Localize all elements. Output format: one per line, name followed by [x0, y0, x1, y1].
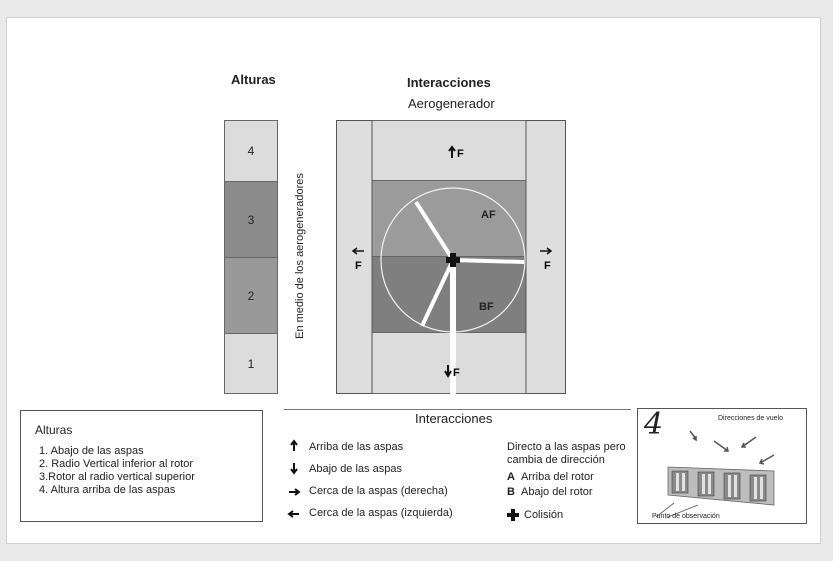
blade-3: [420, 259, 455, 327]
zone-af-label: AF: [481, 209, 496, 221]
height-level-4-label: 4: [247, 144, 255, 158]
flight-arrow-4: [758, 454, 775, 465]
photo-inset: 4 Direcciones de vuelo Punto de observac…: [637, 408, 807, 524]
collision-hub-icon: [446, 253, 460, 267]
tower: [450, 260, 456, 394]
height-level-1: 1: [225, 334, 277, 393]
legend-height-item-1: 1. Abajo de las aspas: [39, 445, 144, 457]
photo-caption-bottom: Punto de observación: [652, 513, 720, 520]
observation-line-2: [667, 504, 699, 518]
right-f-label: F: [544, 260, 551, 272]
height-level-3: 3: [225, 182, 277, 258]
legend-interaction-up: Arriba de las aspas: [309, 441, 404, 453]
height-level-2-label: 2: [247, 288, 255, 303]
interactions-subtitle: Aerogenerador: [408, 96, 495, 111]
legend-direct-label-a: Arriba del rotor: [521, 471, 594, 483]
heights-column: 4 3 2 1: [224, 120, 278, 394]
legend-height-item-2: 2. Radio Vertical inferior al rotor: [39, 458, 194, 470]
height-level-3-label: 3: [247, 212, 255, 227]
flight-arrow-3: [740, 436, 757, 448]
top-f-label: F: [457, 148, 464, 160]
legend-direct-key-b: B: [507, 486, 515, 498]
legend-interaction-left: Cerca de la aspas (izquierda): [309, 507, 453, 519]
photo-sketch: [655, 430, 775, 518]
flight-arrow-2: [713, 440, 729, 452]
legend-arrow-icons: [287, 439, 301, 518]
legend-direct-title-2: cambia de dirección: [507, 454, 605, 466]
arrow-down-icon: [444, 365, 452, 378]
zone-bf-label: BF: [479, 301, 494, 313]
height-level-2: 2: [225, 258, 277, 334]
photo-number: 4: [644, 407, 664, 442]
bottom-f-label: F: [453, 367, 460, 379]
arrow-right-icon: [540, 247, 553, 255]
left-f-label: F: [355, 260, 362, 272]
diagram-frame: Alturas 4 3 2 1 En medio de los aerogene…: [6, 17, 821, 544]
photo-caption-top: Direcciones de vuelo: [718, 415, 783, 422]
zone-upper: [371, 180, 527, 257]
flight-arrow-1: [689, 430, 697, 442]
blade-1: [414, 200, 455, 262]
height-level-4: 4: [225, 121, 277, 182]
legend-arrow-up-icon: [290, 439, 298, 451]
legend-heights-title: Alturas: [35, 423, 73, 437]
wind-turbine-photo: [667, 466, 775, 506]
legend-interaction-right: Cerca de la aspas (derecha): [309, 485, 448, 497]
legend-arrow-right-icon: [289, 488, 301, 496]
legend-collision-icon: [507, 509, 519, 521]
arrow-left-icon: [351, 247, 364, 255]
legend-arrow-left-icon: [287, 510, 299, 518]
legend-interactions-title: Interacciones: [415, 411, 493, 426]
heights-title: Alturas: [231, 72, 276, 87]
turbine-diagram: F F F F AF BF: [336, 120, 566, 394]
legend-heights-box: Alturas 1. Abajo de las aspas 2. Radio V…: [20, 410, 263, 522]
arrow-up-icon: [448, 145, 456, 158]
legend-direct-key-a: A: [507, 471, 515, 483]
zone-below: [371, 332, 527, 394]
blade-2: [452, 258, 525, 264]
legend-collision-label: Colisión: [524, 509, 564, 521]
legend-direct-label-b: Abajo del rotor: [521, 486, 593, 498]
legend-interactions-rule: [284, 409, 631, 410]
height-level-1-label: 1: [247, 356, 255, 371]
legend-height-item-4: 4. Altura arriba de las aspas: [39, 484, 176, 496]
legend-interaction-down: Abajo de las aspas: [309, 463, 402, 475]
legend-direct-title-1: Directo a las aspas pero: [507, 441, 626, 453]
interactions-title: Interacciones: [407, 75, 491, 90]
observation-line-1: [655, 502, 675, 518]
legend-height-item-3: 3.Rotor al radio vertical superior: [39, 471, 195, 483]
side-label: En medio de los aerogeneradores: [294, 173, 306, 339]
legend-arrow-down-icon: [290, 463, 298, 475]
